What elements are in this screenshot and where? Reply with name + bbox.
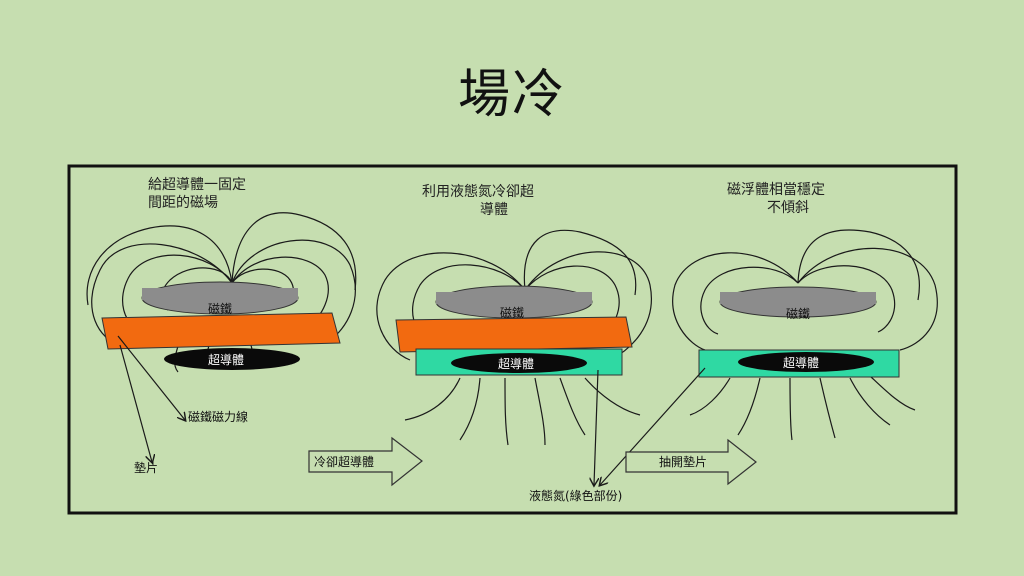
left-superconductor (164, 348, 300, 370)
cool-arrow (308, 436, 423, 487)
caption-mid-1: 利用液態氮冷卻超 (422, 184, 534, 200)
nitrogen-pointer-right (600, 367, 706, 485)
right-superconductor (738, 352, 874, 372)
diagram-frame (67, 164, 958, 515)
cool-arrow-label: 冷卻超導體 (314, 454, 374, 469)
left-superconductor-label: 超導體 (208, 352, 244, 367)
spacer-label: 墊片 (134, 461, 158, 475)
spacer-pointer (119, 344, 152, 462)
right-field-lines (672, 229, 938, 441)
left-magnet-side (142, 288, 298, 300)
right-superconductor-label: 超導體 (783, 355, 819, 370)
right-magnet-side (720, 292, 876, 304)
caption-left-1: 給超導體一固定 (148, 177, 246, 193)
caption-left-2: 間距的磁場 (148, 195, 218, 211)
middle-magnet-side (436, 292, 592, 304)
caption-mid-2: 導體 (480, 202, 508, 218)
liquid-nitrogen-label: 液態氮(綠色部份) (529, 488, 622, 503)
slide-title: 場冷 (457, 65, 566, 125)
caption-right-1: 磁浮體相當穩定 (727, 182, 825, 198)
nitrogen-pointer-mid (594, 369, 598, 485)
remove-spacer-arrow (625, 438, 757, 486)
middle-superconductor-label: 超導體 (498, 356, 534, 371)
middle-spacer (395, 316, 633, 353)
left-spacer (101, 312, 341, 350)
right-magnet-label: 磁鐵 (786, 306, 810, 321)
caption-right-2: 不傾斜 (767, 200, 809, 216)
middle-superconductor (451, 353, 587, 373)
field-lines-label: 磁鐵磁力線 (188, 409, 248, 424)
middle-magnet-label: 磁鐵 (500, 305, 524, 320)
field-line-pointer (117, 335, 185, 420)
remove-spacer-arrow-label: 抽開墊片 (659, 455, 707, 469)
left-magnet-label: 磁鐵 (208, 301, 232, 316)
